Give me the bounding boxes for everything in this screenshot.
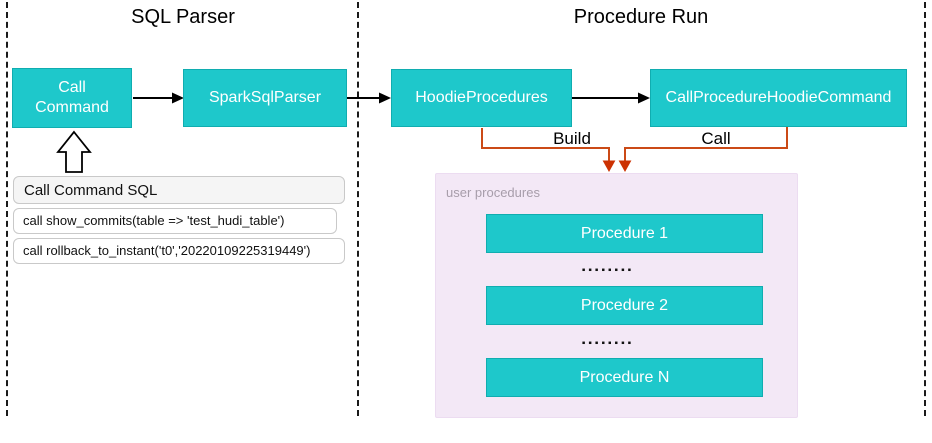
node-procedure-2: Procedure 2 (486, 286, 763, 325)
ellipsis-dots: ▪▪▪▪▪▪▪▪ (581, 338, 635, 349)
hollow-up-arrow (56, 130, 92, 173)
node-call-command: Call Command (12, 68, 132, 128)
sql-table-header: Call Command SQL (13, 176, 345, 204)
arrow-callcommand-to-sparksqlparser (133, 92, 184, 104)
procedure-run-section-title: Procedure Run (573, 6, 709, 28)
arrow-hoodieprocedures-to-callprocedurecommand (572, 92, 650, 104)
node-procedure-1: Procedure 1 (486, 214, 763, 253)
node-procedure-n: Procedure N (486, 358, 763, 397)
arrow-sparksqlparser-to-hoodieprocedures (347, 92, 391, 104)
sql-parser-section-title: SQL Parser (131, 6, 235, 28)
user-procedures-panel: user procedures Procedure 1 ▪▪▪▪▪▪▪▪ Pro… (435, 173, 798, 418)
node-spark-sql-parser: SparkSqlParser (183, 69, 347, 127)
sql-table-row: call show_commits(table => 'test_hudi_ta… (13, 208, 337, 234)
sql-table-row: call rollback_to_instant('t0','202201092… (13, 238, 345, 264)
node-hoodie-procedures: HoodieProcedures (391, 69, 572, 127)
section-divider-left (6, 2, 8, 416)
node-call-procedure-hoodie-command: CallProcedureHoodieCommand (650, 69, 907, 127)
user-procedures-label: user procedures (446, 185, 540, 200)
call-edge-label: Call (701, 129, 731, 148)
ellipsis-dots: ▪▪▪▪▪▪▪▪ (581, 265, 635, 276)
section-divider-middle (357, 2, 359, 416)
build-edge-label: Build (553, 129, 591, 148)
section-divider-right (924, 2, 926, 416)
